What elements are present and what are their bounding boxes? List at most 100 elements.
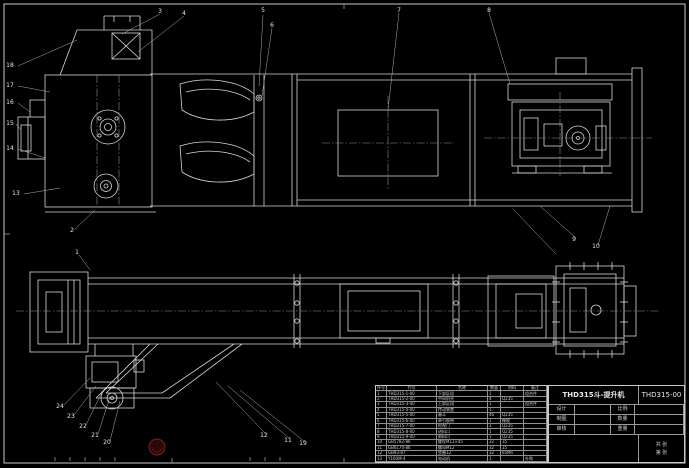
bom-cell: 6 (376, 418, 387, 424)
bom-cell: 1 (488, 456, 501, 462)
part-callout: 4 (182, 10, 186, 17)
bom-cell: 1 (488, 418, 501, 424)
bom-cell: Q235 (501, 434, 524, 441)
part-callout: 8 (487, 7, 491, 14)
part-callout: 24 (56, 403, 64, 410)
bom-cell: 11 (376, 445, 387, 452)
part-callout: 17 (6, 82, 14, 89)
bom-cell: 1 (488, 391, 501, 397)
bom-cell: THD315-7-00 (387, 423, 437, 430)
bom-cell: 1 (488, 423, 501, 430)
title-block-grid: 设计 比例 制图 数量 审核 重量 (549, 405, 684, 435)
bom-cell: 9 (376, 434, 387, 441)
part-callout: 11 (284, 437, 292, 444)
bom-header-cell: 名称 (437, 386, 488, 392)
part-callout: 3 (158, 8, 162, 15)
label-qty: 数量 (611, 415, 635, 425)
edge-tick-marks (4, 4, 517, 463)
bom-cell: Y160M-4 (387, 456, 437, 462)
bom-cell (501, 402, 524, 408)
part-callout: 15 (6, 120, 14, 127)
bom-cell: THD315-5-00 (387, 413, 437, 419)
bom-cell: 8 (376, 429, 387, 435)
part-callout: 23 (67, 413, 75, 420)
bom-cell: THD315-8-00 (387, 429, 437, 435)
title-block-top-row: THD315斗-提升机 THD315-00 (549, 386, 684, 405)
part-callout: 9 (572, 236, 576, 243)
bom-cell: GB93-87 (387, 451, 437, 457)
bom-cell (524, 423, 547, 430)
part-callout: 13 (12, 190, 20, 197)
bom-cell: Q235 (501, 396, 524, 403)
bom-cell: THD315-6-00 (387, 418, 437, 424)
title-block: THD315斗-提升机 THD315-00 设计 比例 制图 数量 审核 重量 … (548, 385, 685, 463)
bom-cell (524, 445, 547, 452)
bom-cell: 1 (488, 407, 501, 414)
bom-cell: 7 (376, 423, 387, 430)
bottom-view-leader-lines (63, 377, 306, 443)
bom-cell: 上部区段 (437, 402, 488, 408)
part-callout: 1 (75, 249, 79, 256)
bom-cell: Q235 (501, 429, 524, 435)
part-callout: 20 (103, 439, 111, 446)
unit-name-cell (549, 435, 639, 462)
bom-header-row: 序号代号名称数量材料备注 (376, 386, 547, 392)
bom-cell: 组合件 (524, 402, 547, 408)
drawing-number: THD315-00 (641, 391, 682, 399)
bom-cell: 卸料口 (437, 434, 488, 441)
bom-cell: THD315-3-00 (387, 402, 437, 408)
bom-cell: THD315-9-00 (387, 434, 437, 441)
field-design (575, 405, 611, 415)
bom-cell: 65Mn (501, 451, 524, 457)
bom-cell: 1 (488, 434, 501, 441)
bom-cell: Q235 (501, 413, 524, 419)
label-check: 审核 (549, 425, 575, 435)
bom-cell: 1 (376, 391, 387, 397)
bom-cell: 3 (376, 402, 387, 408)
bom-cell: 12 (376, 451, 387, 457)
field-check (575, 425, 611, 435)
bom-cell: 外购 (524, 456, 547, 462)
bom-cell (524, 407, 547, 414)
bom-cell (524, 429, 547, 435)
bom-header-cell: 备注 (524, 386, 547, 392)
bom-cell (524, 396, 547, 403)
bom-header-cell: 序号 (376, 386, 387, 392)
bom-cell (524, 418, 547, 424)
field-draft (575, 415, 611, 425)
bom-cell: 32 (488, 440, 501, 446)
top-view-elevation (17, 15, 643, 213)
field-qty (635, 415, 684, 425)
part-callout: 21 (91, 432, 99, 439)
bom-cell (501, 391, 524, 397)
bom-cell: GB5782-86 (387, 440, 437, 446)
bom-cell: 1 (488, 402, 501, 408)
bom-cell: THD315-2-00 (387, 396, 437, 403)
bom-cell: GB6170-86 (387, 445, 437, 452)
bom-cell: 垫圈12 (437, 451, 488, 457)
bom-cell: 畚斗 (437, 413, 488, 419)
part-callout: 5 (261, 7, 265, 14)
part-callout: 6 (270, 22, 274, 29)
label-scale: 比例 (611, 405, 635, 415)
bom-cell: 35 (501, 445, 524, 452)
bom-cell: 2 (376, 396, 387, 403)
bom-cell: 进料口 (437, 429, 488, 435)
field-weight (635, 425, 684, 435)
top-view-leader-lines (15, 12, 611, 271)
bom-cell: 检视门 (437, 423, 488, 430)
part-callout: 12 (260, 432, 268, 439)
label-weight: 重量 (611, 425, 635, 435)
centerlines (16, 75, 660, 312)
title-block-bottom-row: 共 张 第 张 (549, 435, 684, 462)
part-callout: 14 (6, 145, 14, 152)
